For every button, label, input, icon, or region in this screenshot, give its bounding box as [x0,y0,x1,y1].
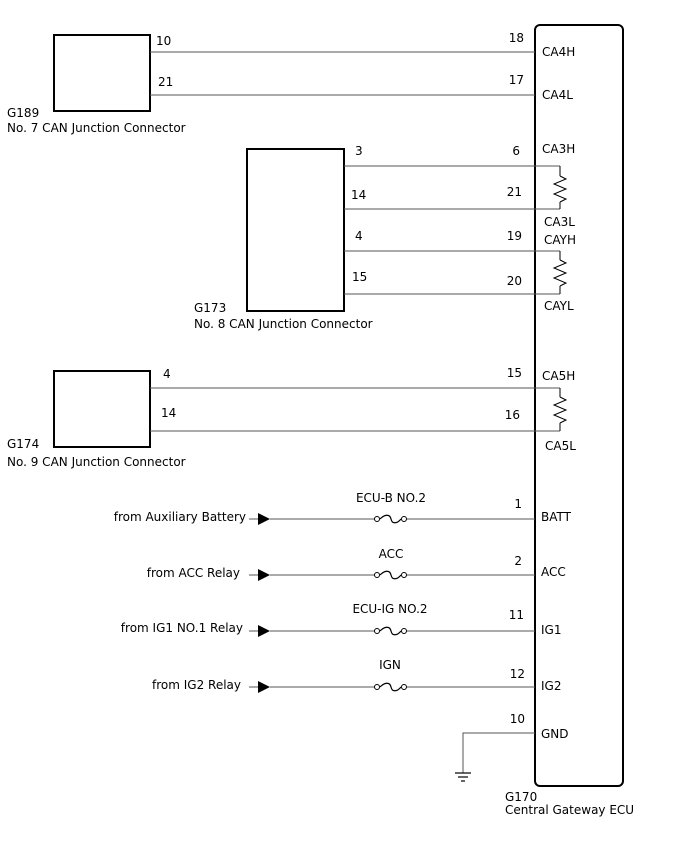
res-ca3-resistor [552,175,568,203]
ecu-pin-name: CAYH [544,233,576,247]
g174-pin-14: 14 [161,406,176,420]
ecu-pin-name: GND [541,727,569,741]
ecu-pin-num: 12 [510,667,525,681]
g189-pin-21: 21 [158,75,173,89]
ecu-pin-num: 19 [507,229,522,243]
ecu-pin-name: IG2 [541,679,561,693]
ecu-pin-num: 1 [514,497,522,511]
g174-name: No. 9 CAN Junction Connector [7,455,186,469]
g173-pin-14: 14 [351,188,366,202]
ecu-pin-num: 20 [507,274,522,288]
fuse-icon [379,570,402,580]
ecu-pin-num: 17 [509,73,524,87]
fuse-terminal [374,572,380,578]
ecu-pin-name: CA3L [544,215,575,229]
ecu-pin-num: 18 [509,31,524,45]
g189-id: G189 [7,106,39,120]
ecu-pin-num: 21 [507,185,522,199]
wire-gnd [462,732,535,773]
ecu-pin-num: 2 [514,554,522,568]
g189-pin-10: 10 [156,34,171,48]
ecu-pin-num: 6 [512,144,520,158]
ecu-pin-num: 16 [505,408,520,422]
g174-pin-4: 4 [163,367,171,381]
fuse-terminal [374,628,380,634]
connector-g173-box [246,148,345,312]
res-cay-resistor [552,259,568,287]
acc-source: from ACC Relay [147,566,240,580]
fuse-terminal [374,516,380,522]
ig1-source: from IG1 NO.1 Relay [121,621,243,635]
ecu-pin-name: CA4H [542,45,575,59]
ig2-fuse-label: IGN [379,658,401,672]
batt-source: from Auxiliary Battery [114,510,246,524]
fuse-terminal [401,684,407,690]
batt-fuse-label: ECU-B NO.2 [356,491,426,505]
fuse-icon [379,682,402,692]
connector-g189-box [53,34,151,112]
g173-pin-3: 3 [355,144,363,158]
ecu-pin-name: CA3H [542,142,575,156]
ecu-pin-num: 11 [509,608,524,622]
ecu-id: G170 [505,790,537,804]
ig2-source: from IG2 Relay [152,678,241,692]
ecu-pin-name: CA5L [545,439,576,453]
ecu-pin-name: CA4L [542,88,573,102]
ecu-pin-name: CAYL [544,299,574,313]
g189-name: No. 7 CAN Junction Connector [7,121,186,135]
fuse-icon [379,514,402,524]
g173-name: No. 8 CAN Junction Connector [194,317,373,331]
ig1-fuse-label: ECU-IG NO.2 [352,602,427,616]
fuse-terminal [374,684,380,690]
fuse-icon [379,626,402,636]
ecu-pin-name: ACC [541,565,566,579]
arrow-icon [258,681,270,693]
ecu-pin-name: BATT [541,510,572,524]
arrow-icon [258,625,270,637]
connector-g174-box [53,370,151,448]
ecu-pin-name: IG1 [541,623,561,637]
g173-pin-4: 4 [355,229,363,243]
g173-id: G173 [194,301,226,315]
fuse-terminal [401,628,407,634]
fuse-terminal [401,516,407,522]
arrow-icon [258,569,270,581]
ecu-pin-name: CA5H [542,369,575,383]
g173-pin-15: 15 [352,270,367,284]
ecu-pin-num: 15 [507,366,522,380]
ecu-body [534,24,624,787]
fuse-terminal [401,572,407,578]
arrow-icon [258,513,270,525]
ecu-pin-num: 10 [510,712,525,726]
ecu-name: Central Gateway ECU [505,803,634,817]
res-ca5-resistor [552,396,568,424]
g174-id: G174 [7,437,39,451]
acc-fuse-label: ACC [379,547,404,561]
